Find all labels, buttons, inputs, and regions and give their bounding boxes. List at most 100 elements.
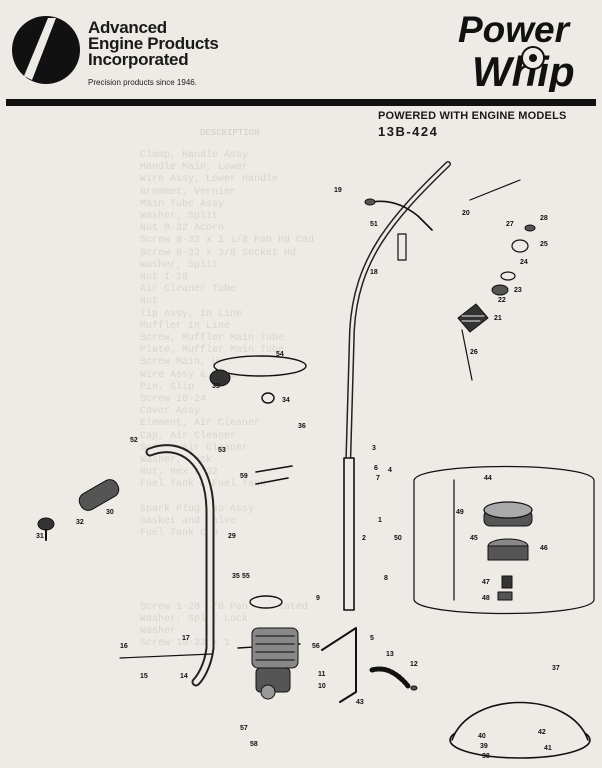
bleed-through-header: DESCRIPTION — [200, 128, 260, 138]
bleed-through-line: Screw 8-32 x 1 1/8 Pan Hd Cad — [140, 235, 315, 247]
part-callout: 53 — [218, 447, 226, 454]
part-callout: 21 — [494, 315, 502, 322]
bleed-through-line: Screw, Muffler Main Tube — [140, 333, 285, 345]
part-callout: 1 — [378, 517, 382, 524]
part-callout: 52 — [130, 437, 138, 444]
bleed-through-line: Pin, Slip — [140, 381, 195, 393]
part-callout: 46 — [540, 545, 548, 552]
grip-ring — [511, 239, 529, 253]
grip-ring — [500, 271, 516, 281]
header-rule — [6, 99, 596, 106]
part-callout: 10 — [318, 683, 326, 690]
brand-logo-line: Power — [458, 9, 572, 50]
part-callout: 58 — [250, 741, 258, 748]
part-callout: 45 — [470, 535, 478, 542]
bleed-through-line: Clamp, Handle Assy — [140, 150, 249, 161]
part-callout: 31 — [36, 533, 44, 540]
part-callout: 33 — [212, 383, 220, 390]
company-name: Advanced Engine Products Incorporated — [88, 18, 219, 69]
engine-block — [251, 627, 299, 669]
part-callout: 30 — [106, 509, 114, 516]
part-callout: 41 — [544, 745, 552, 752]
part-callout: 15 — [140, 673, 148, 680]
bleed-through-line: Screw 6-32 x 3/8 Socket Hd — [140, 247, 297, 259]
part-callout: 51 — [370, 221, 378, 228]
part-callout: 24 — [520, 259, 528, 266]
bleed-through-line: Nut 8-32 Acorn — [140, 223, 225, 235]
lower-handle — [145, 444, 215, 687]
bleed-through-line: Main Tube Assy — [140, 198, 225, 210]
part-callout: 38 — [482, 753, 490, 760]
part-callout: 9 — [316, 595, 320, 602]
bleed-through-line: Spark Plug Cap Assy — [140, 503, 255, 515]
lower-grip — [78, 479, 120, 511]
part-callout: 26 — [470, 349, 478, 356]
part-callout: 12 — [410, 661, 418, 668]
part-callout: 25 — [540, 241, 548, 248]
bleed-through-line: Wire Assy, Lower Handle — [140, 174, 279, 186]
part-callout: 32 — [76, 519, 84, 526]
part-callout: 42 — [538, 729, 546, 736]
exploded-parts-diagram: 1234567891011121314151617181920212223242… — [36, 161, 595, 760]
part-callout: 2 — [362, 535, 366, 542]
part-callout: 57 — [240, 725, 248, 732]
company-tagline: Precision products since 1946. — [88, 78, 197, 87]
part-callout: 40 — [478, 733, 486, 740]
company-name-line: Advanced — [88, 18, 167, 37]
part-callout: 3 — [372, 445, 376, 452]
part-callout: 43 — [356, 699, 364, 706]
air-cleaner-tube — [213, 355, 307, 377]
part-callout: 27 — [506, 221, 514, 228]
bleed-through-line: Washer, Split — [140, 211, 219, 223]
part-callout: 49 — [456, 509, 464, 516]
part-callout: 5 — [370, 635, 374, 642]
part-callout: 8 — [384, 575, 388, 582]
part-callout: 39 — [480, 743, 488, 750]
bleed-through-line: Cap, Air Cleaner — [140, 430, 237, 442]
bleed-through-line: Washer, Split Lock — [140, 613, 249, 625]
bleed-through-line: Washer, Split — [140, 259, 219, 271]
engine-models-title: POWERED WITH ENGINE MODELS — [378, 110, 567, 122]
part-callout: 6 — [374, 465, 378, 472]
bleed-through-line: Tip Assy, In Line — [140, 308, 243, 320]
part-callout: 11 — [318, 671, 326, 678]
bleed-through-line: Nut 1-28 — [140, 272, 189, 284]
part-callout: 59 — [240, 473, 248, 480]
part-callout: 7 — [376, 475, 380, 482]
flex-hose — [369, 666, 411, 689]
company-name-line: Engine Products — [88, 34, 219, 53]
bleed-through-line: Screw 10-24 — [140, 394, 207, 406]
bleed-through-line: Plate, Muffler Main Tube — [140, 345, 285, 357]
bleed-through-line: Gasket and Valve — [140, 516, 237, 528]
power-whip-logo: Power Whip — [458, 9, 575, 92]
part-callout: 56 — [312, 643, 320, 650]
engine-model-number: 13B-424 — [378, 124, 439, 139]
bleed-through-line: Handle Main, Lower — [140, 162, 249, 174]
bleed-through-line: Cover Assy — [140, 406, 201, 418]
main-tube — [343, 457, 355, 611]
bleed-through-line: Screw 10-32 x 1 — [140, 638, 231, 650]
bleed-through-line: Washer, Lock — [140, 455, 213, 467]
part-callout: 18 — [370, 269, 378, 276]
part-callout: 28 — [540, 215, 548, 222]
part-callout: 48 — [482, 595, 490, 602]
part-callout: 44 — [484, 475, 492, 482]
part-callout: 22 — [498, 297, 506, 304]
part-callout: 13 — [386, 651, 394, 658]
bleed-through-line: Washer — [140, 625, 177, 637]
part-callout: 14 — [180, 673, 188, 680]
bleed-through-line: Nut — [140, 296, 159, 308]
page-header: Advanced Engine Products Incorporated Pr… — [0, 0, 602, 139]
bleed-through-line: Air Cleaner Tube — [140, 284, 237, 296]
part-callout: 37 — [552, 665, 560, 672]
part-callout: 36 — [298, 423, 306, 430]
bleed-through-line: Element, Air Cleaner — [140, 418, 261, 430]
part-callout: 54 — [276, 351, 284, 358]
part-callout: 23 — [514, 287, 522, 294]
bleed-through-line: Grommet, Vernier — [140, 186, 237, 198]
part-callout: 17 — [182, 635, 190, 642]
part-callout: 35 — [232, 573, 240, 580]
company-name-line: Incorporated — [88, 50, 189, 69]
part-callout: 29 — [228, 533, 236, 540]
